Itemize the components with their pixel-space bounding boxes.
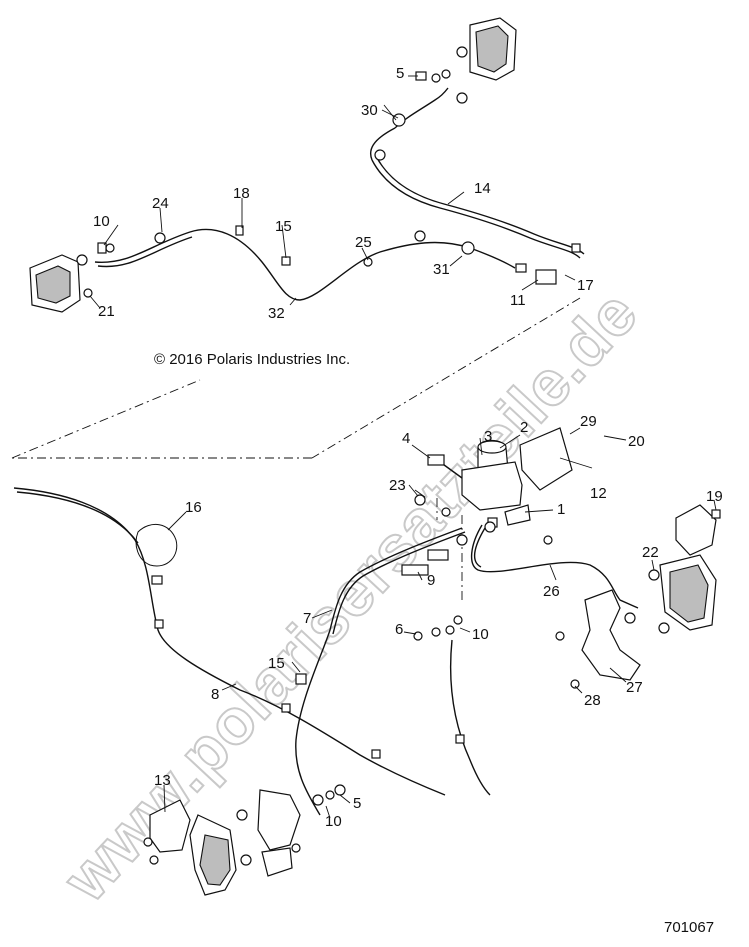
watermark-text: www.polarisersatzteile.de <box>49 277 651 916</box>
callout-27: 27 <box>626 679 643 696</box>
upper-brake-lines <box>94 87 585 301</box>
callout-8: 8 <box>211 686 219 703</box>
callout-30: 30 <box>361 102 378 119</box>
copyright-notice: © 2016 Polaris Industries Inc. <box>154 351 350 368</box>
callout-24: 24 <box>152 195 169 212</box>
callout-29: 29 <box>580 413 597 430</box>
diagram-number: 701067 <box>664 919 714 936</box>
callout-28: 28 <box>584 692 601 709</box>
callout-10-left: 10 <box>93 213 110 230</box>
reference-lines <box>11 297 581 600</box>
callout-5-upper: 5 <box>396 65 404 82</box>
callout-11: 11 <box>510 292 526 309</box>
callout-12: 12 <box>590 485 607 502</box>
callout-6: 6 <box>395 621 403 638</box>
callout-5-lower: 5 <box>353 795 361 812</box>
callout-19: 19 <box>706 488 723 505</box>
callout-17: 17 <box>577 277 594 294</box>
front-right-caliper <box>415 17 517 104</box>
callout-22: 22 <box>642 544 659 561</box>
callout-10-lower: 10 <box>325 813 342 830</box>
rear-right-caliper <box>606 504 721 634</box>
front-left-caliper <box>29 242 115 313</box>
callout-7: 7 <box>303 610 311 627</box>
callout-10-mid: 10 <box>472 626 489 643</box>
callout-25: 25 <box>355 234 372 251</box>
callout-20: 20 <box>628 433 645 450</box>
callout-18: 18 <box>233 185 250 202</box>
callout-32: 32 <box>268 305 285 322</box>
rear-left-caliper <box>143 789 301 896</box>
callout-9: 9 <box>427 572 435 589</box>
callout-2: 2 <box>520 419 528 436</box>
callout-31: 31 <box>433 261 450 278</box>
rear-right-guard <box>555 589 641 689</box>
callout-13: 13 <box>154 772 171 789</box>
callout-15-upper: 15 <box>275 218 292 235</box>
callout-4: 4 <box>402 430 410 447</box>
callout-26: 26 <box>543 583 560 600</box>
lower-brake-lines <box>13 487 639 816</box>
lower-fittings <box>151 521 553 806</box>
callout-23: 23 <box>389 477 406 494</box>
callout-15-lower: 15 <box>268 655 285 672</box>
callout-21: 21 <box>98 303 115 320</box>
callout-1: 1 <box>557 501 565 518</box>
master-cylinder-assembly <box>414 427 573 528</box>
callout-3: 3 <box>484 428 492 445</box>
leader-lines <box>89 75 717 819</box>
callout-16: 16 <box>185 499 202 516</box>
callout-14: 14 <box>474 180 491 197</box>
callouts: 1 2 3 4 5 5 6 7 8 9 10 10 10 11 12 13 14… <box>93 65 723 830</box>
